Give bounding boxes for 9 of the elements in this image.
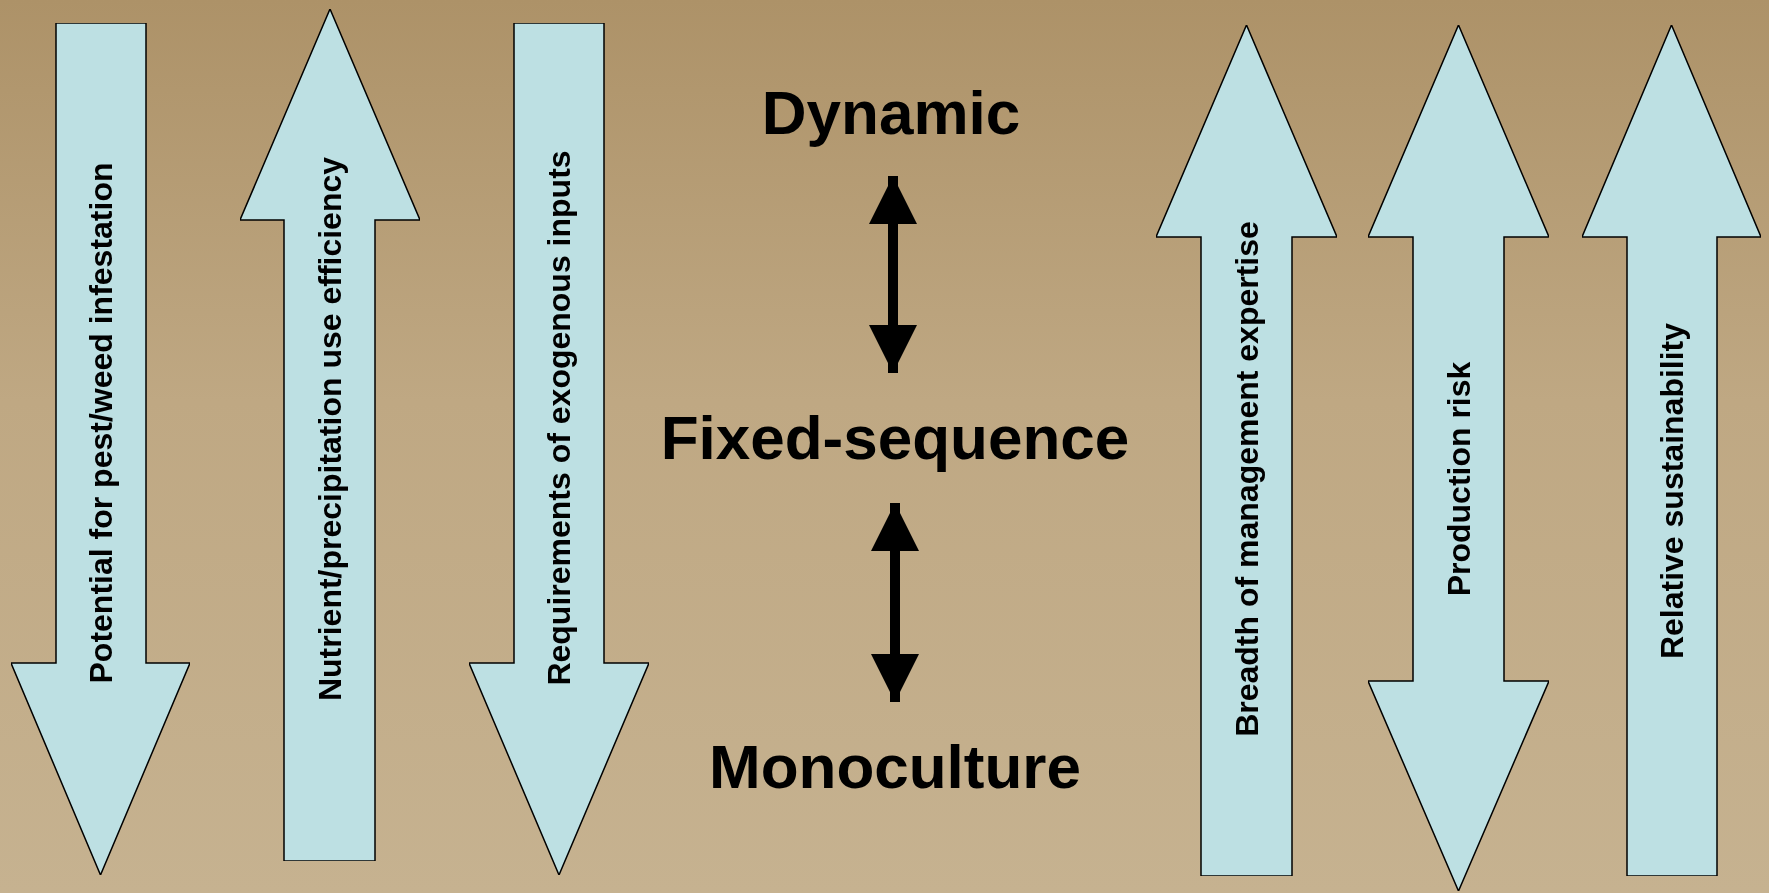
double-arrow: [869, 176, 917, 373]
level-label: Monoculture: [709, 736, 1081, 798]
arrow-label: Production risk: [1442, 361, 1475, 597]
arrow-label: Relative sustainability: [1656, 322, 1688, 660]
arrow-label: Requirements of exogenous inputs: [543, 150, 575, 686]
arrow-label: Breadth of management expertise: [1230, 221, 1263, 737]
double-arrow: [871, 503, 919, 702]
arrow-label: Nutrient/precipitation use efficiency: [313, 156, 346, 702]
arrow-label: Potential for pest/weed infestation: [85, 162, 117, 684]
